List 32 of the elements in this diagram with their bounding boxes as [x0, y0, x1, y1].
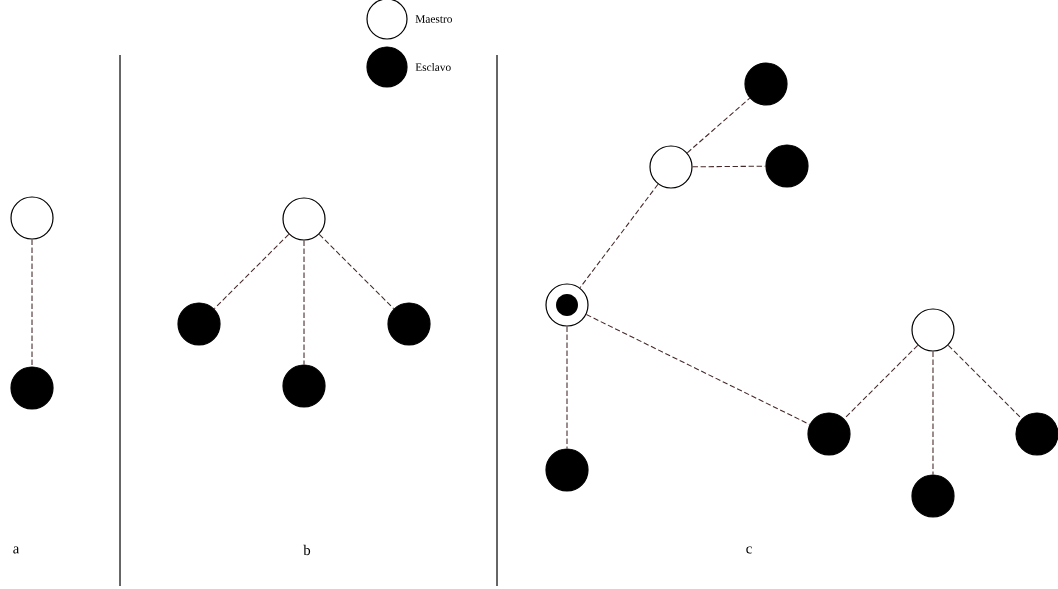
open-circle: [282, 197, 326, 241]
open-circle: [649, 145, 693, 189]
filled-circle: [177, 302, 221, 346]
dashed-line: [566, 326, 568, 449]
filled-circle: [545, 448, 589, 492]
dashed-line: [213, 233, 290, 310]
filled-circle: [744, 62, 788, 106]
dashed-line: [579, 183, 659, 289]
dashed-line: [318, 233, 395, 310]
panel-letter: b: [303, 544, 311, 556]
legend-label: Maestro: [415, 15, 452, 23]
dashed-line: [692, 165, 766, 168]
panel-letter: c: [746, 546, 752, 554]
dashed-line: [585, 314, 811, 425]
dashed-line: [843, 344, 919, 420]
dashed-line: [932, 351, 934, 475]
circle-with-dot: [545, 283, 589, 327]
filled-circle: [282, 364, 326, 408]
dashed-line: [31, 239, 33, 367]
filled-circle: [911, 474, 955, 518]
dashed-line: [303, 240, 305, 365]
open-circle: [10, 196, 54, 240]
dashed-line: [947, 344, 1023, 420]
filled-circle: [10, 366, 54, 410]
dashed-line: [686, 97, 751, 154]
open-circle: [911, 308, 955, 352]
filled-circle: [1015, 412, 1058, 456]
filled-circle: [387, 302, 431, 346]
filled-circle: [807, 412, 851, 456]
legend-label: Esclavo: [415, 63, 451, 71]
panel-letter: a: [13, 546, 20, 554]
filled-circle: [765, 144, 809, 188]
